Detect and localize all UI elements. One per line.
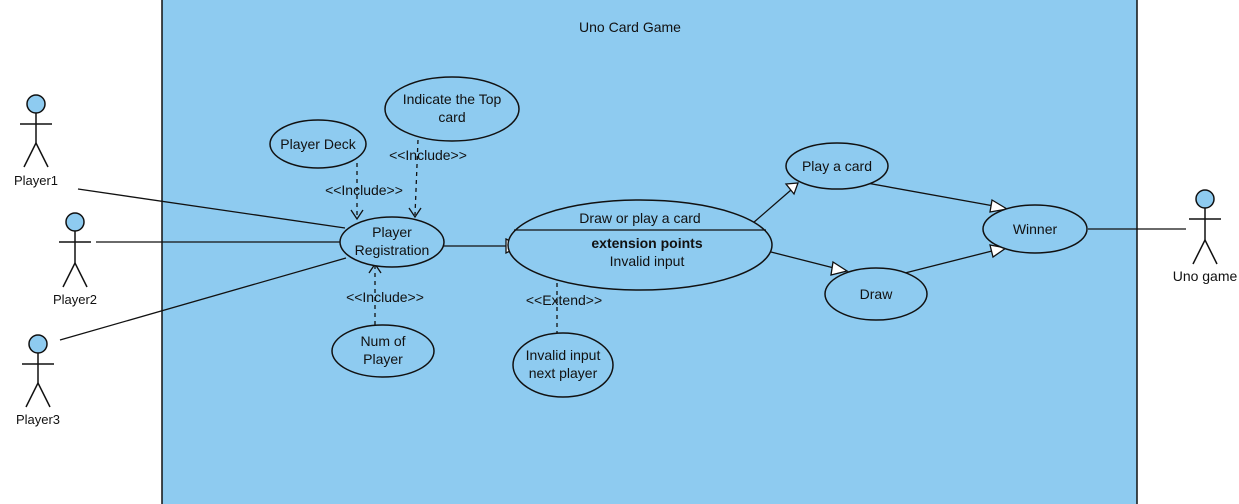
- extension-point-invalid-input: Invalid input: [610, 253, 685, 269]
- triangle-arrowhead-icon: [830, 260, 849, 276]
- include-num-player-label: <<Include>>: [346, 289, 424, 305]
- actor-player1[interactable]: Player1: [14, 94, 58, 188]
- actor-head-icon: [26, 94, 46, 114]
- actor-player2-label: Player2: [53, 292, 97, 307]
- use-case-draw-or-play-name: Draw or play a card: [579, 210, 700, 226]
- use-case-indicate-top-card-line1: Indicate the Top: [403, 91, 502, 107]
- use-case-player-registration-line2: Registration: [355, 242, 430, 258]
- arrowhead-icon: [408, 207, 422, 219]
- use-case-player-deck-label: Player Deck: [280, 136, 356, 152]
- association-player3: [59, 257, 347, 341]
- flow-play-card-to-winner: [849, 179, 995, 207]
- association-player1: [77, 188, 346, 229]
- use-case-play-a-card[interactable]: Play a card: [785, 142, 889, 190]
- use-case-winner-label: Winner: [1013, 221, 1058, 237]
- actor-head-icon: [28, 334, 48, 354]
- use-case-player-deck[interactable]: Player Deck: [269, 119, 367, 169]
- actor-player3-label: Player3: [16, 412, 60, 427]
- use-case-winner[interactable]: Winner: [982, 204, 1088, 254]
- use-case-invalid-input-next-player[interactable]: Invalid input next player: [512, 332, 614, 398]
- extension-points-heading: extension points: [591, 235, 702, 251]
- use-case-player-registration-line1: Player: [372, 224, 412, 240]
- system-title: Uno Card Game: [579, 19, 681, 35]
- use-case-draw-or-play[interactable]: Draw or play a card extension points Inv…: [507, 199, 773, 291]
- use-case-num-of-player-line1: Num of: [360, 333, 405, 349]
- flow-draw-or-play-to-draw: [770, 251, 835, 269]
- use-case-num-of-player[interactable]: Num of Player: [331, 324, 435, 378]
- actor-head-icon: [65, 212, 85, 232]
- triangle-arrowhead-icon: [989, 198, 1009, 213]
- actor-player2[interactable]: Player2: [53, 212, 97, 307]
- flow-draw-or-play-to-play-card: [752, 189, 792, 224]
- triangle-arrowhead-icon: [784, 182, 799, 196]
- use-case-invalid-input-line2: next player: [529, 365, 598, 381]
- use-case-play-a-card-label: Play a card: [802, 158, 872, 174]
- extend-label: <<Extend>>: [526, 292, 602, 308]
- use-case-player-registration[interactable]: Player Registration: [339, 216, 445, 268]
- use-case-indicate-top-card[interactable]: Indicate the Top card: [384, 76, 520, 142]
- arrowhead-icon: [350, 209, 364, 221]
- include-deck-label: <<Include>>: [325, 182, 403, 198]
- include-top-card-label: <<Include>>: [389, 147, 467, 163]
- use-case-draw-label: Draw: [860, 286, 894, 302]
- use-case-num-of-player-line2: Player: [363, 351, 403, 367]
- use-case-invalid-input-line1: Invalid input: [526, 347, 601, 363]
- actor-uno-game-label: Uno game: [1173, 268, 1238, 284]
- actor-head-icon: [1195, 189, 1215, 209]
- actor-uno-game[interactable]: Uno game: [1173, 189, 1238, 284]
- actor-player3[interactable]: Player3: [16, 334, 60, 427]
- actor-player1-label: Player1: [14, 173, 58, 188]
- use-case-draw[interactable]: Draw: [824, 267, 928, 321]
- flow-draw-to-winner: [904, 250, 993, 274]
- use-case-indicate-top-card-line2: card: [438, 109, 465, 125]
